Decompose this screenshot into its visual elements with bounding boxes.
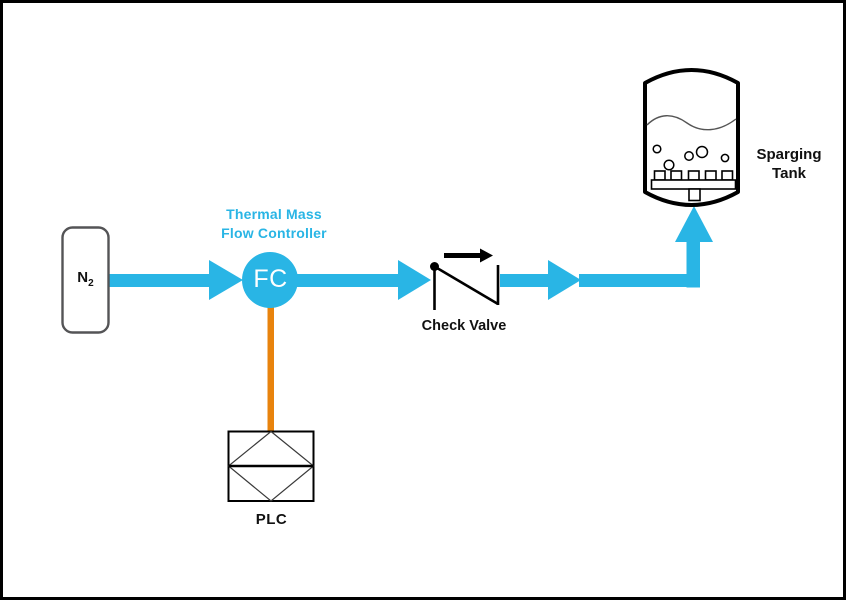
check-valve-pivot-dot — [430, 262, 439, 271]
sparger-nozzle — [721, 170, 734, 181]
n2-cylinder-icon — [61, 226, 110, 334]
bubble-icon — [720, 153, 730, 163]
pipe-segment — [579, 274, 700, 287]
check-valve-flap — [433, 265, 499, 306]
flow-arrow-icon — [548, 260, 581, 300]
flow-arrow-up-icon — [675, 206, 713, 242]
process-flow-diagram — [61, 68, 740, 502]
bubble-icon — [663, 159, 675, 171]
pipe-riser-segment — [686, 241, 700, 288]
flow-controller-circle — [242, 252, 298, 308]
flow-arrow-icon — [209, 260, 243, 300]
plc-signal-line — [267, 307, 274, 432]
sparger-nozzle — [687, 170, 700, 181]
plc-diamond — [227, 430, 315, 502]
sparger-inlet-stem — [688, 188, 701, 202]
plc-icon — [227, 430, 315, 502]
liquid-surface-wave — [646, 115, 737, 131]
pipe-segment — [500, 274, 549, 287]
sparger-nozzle — [670, 170, 683, 181]
flow-direction-arrow-head — [480, 248, 493, 263]
bubble-icon — [695, 145, 709, 159]
sparger-header — [650, 179, 737, 190]
bubbles — [652, 144, 730, 171]
sparger-icon — [650, 170, 737, 202]
check-valve-icon — [430, 248, 500, 310]
sparger-nozzle — [704, 170, 717, 181]
sparger-nozzle — [653, 170, 666, 181]
flow-arrow-icon — [398, 260, 431, 300]
pipe-segment — [296, 274, 399, 287]
bubble-icon — [652, 144, 662, 154]
bubble-icon — [684, 151, 694, 161]
gas-supply-line — [109, 206, 713, 300]
pipe-segment — [109, 274, 211, 287]
sparging-tank-icon — [643, 68, 740, 207]
